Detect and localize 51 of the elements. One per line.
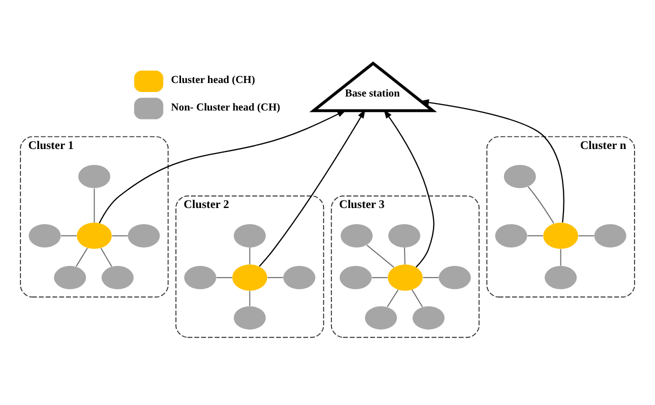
node-circle [28, 224, 61, 247]
node-circle [283, 265, 316, 289]
cluster: Cluster 3 [330, 194, 480, 338]
node-circle [388, 224, 420, 247]
connector [526, 234, 544, 236]
cluster: Cluster 1 [20, 136, 169, 297]
node-circle [102, 265, 134, 289]
connector [404, 246, 406, 264]
node-circle [234, 224, 266, 247]
node-circle [340, 265, 372, 289]
node-circle [232, 264, 268, 290]
connector [60, 234, 78, 236]
node-circle [128, 224, 160, 247]
connector [528, 186, 554, 224]
legend-label: Non- Cluster head (CH) [171, 100, 280, 113]
node-circle [495, 224, 528, 247]
connector [366, 244, 394, 268]
node-circle [234, 306, 266, 330]
connector [371, 276, 388, 278]
node-circle [388, 264, 423, 290]
node-circle [504, 164, 536, 188]
connector [216, 276, 233, 278]
cluster: Cluster n [486, 136, 636, 297]
arrow [420, 98, 564, 222]
cluster: Cluster 2 [175, 194, 324, 338]
connector [560, 248, 562, 266]
node-circle [78, 164, 110, 188]
node-circle [184, 265, 216, 289]
node-circle [340, 224, 373, 247]
connector [267, 276, 284, 278]
node-circle [76, 222, 112, 248]
connector [94, 187, 95, 223]
connector [76, 247, 88, 267]
node-circle [54, 265, 86, 289]
connector [249, 290, 250, 306]
node-circle [543, 222, 578, 248]
connector [100, 247, 112, 267]
node-circle [544, 265, 577, 289]
connector [578, 234, 595, 236]
arrow [98, 109, 346, 223]
node-circle [438, 265, 471, 289]
connector [412, 288, 423, 307]
arrow [258, 108, 366, 266]
node-circle [412, 306, 445, 330]
connector [386, 288, 399, 307]
legend-label: Cluster head (CH) [171, 74, 256, 86]
node-circle [594, 224, 626, 247]
connector [249, 246, 250, 264]
node-circle [364, 306, 397, 330]
connector [112, 234, 128, 236]
connector [422, 276, 440, 278]
